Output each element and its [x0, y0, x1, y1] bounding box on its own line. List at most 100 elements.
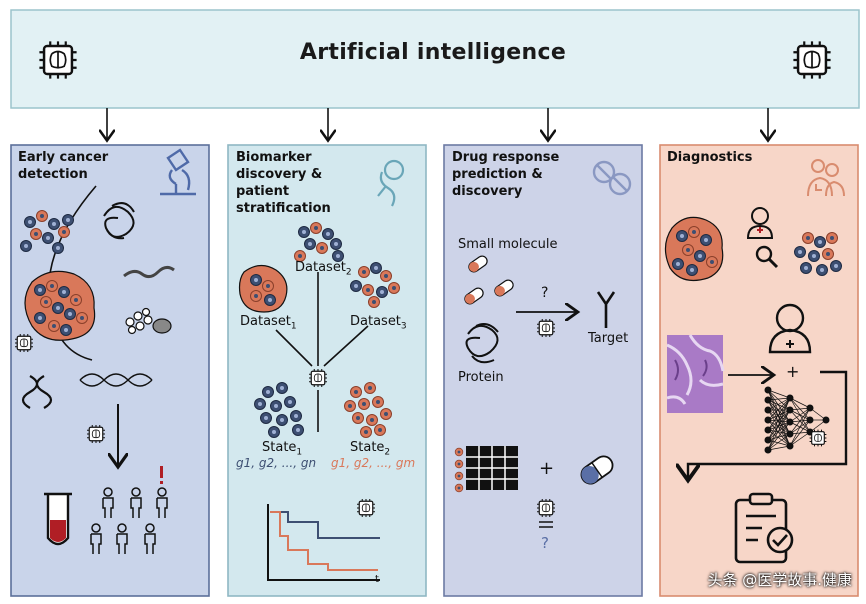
biomarker-cell: [276, 382, 288, 394]
nn-connection: [767, 399, 791, 411]
diagnostic-cell: [830, 260, 842, 272]
nn-connection: [767, 445, 791, 451]
nn-connection: [767, 409, 791, 421]
nn-node: [786, 394, 794, 402]
biomarker-cell: [350, 386, 362, 398]
nn-node: [764, 426, 772, 434]
diagnostic-cell: [808, 250, 820, 262]
dataset1-label: Dataset1: [240, 314, 297, 332]
biomarker-cell: [330, 238, 342, 250]
tumor-cell: [48, 320, 60, 332]
nn-connection: [767, 409, 791, 435]
nn-connection: [767, 409, 791, 441]
nn-node: [806, 416, 814, 424]
panel-biomarker: [227, 144, 427, 597]
question-mark-top: ?: [541, 285, 549, 301]
biomarker-cell: [358, 266, 370, 278]
biomarker-cell: [358, 398, 370, 410]
state1-label: State1: [262, 440, 303, 458]
nn-connection: [789, 407, 811, 435]
biomarker-cell: [290, 410, 302, 422]
panel-title-drug-response: Drug response prediction & discovery: [452, 150, 560, 199]
nn-connection: [767, 397, 791, 421]
test-tube-icon: [44, 492, 72, 546]
diagnostic-cell: [800, 262, 812, 274]
nn-connection: [767, 397, 791, 431]
target-label: Target: [588, 331, 629, 346]
nn-connection: [767, 409, 791, 423]
biomarker-cell: [276, 414, 288, 426]
diagnostic-cell: [688, 226, 700, 238]
diagnostic-cell: [814, 236, 826, 248]
nn-node: [786, 430, 794, 438]
tumor-cell: [46, 280, 58, 292]
nn-node: [764, 406, 772, 414]
diagnosis-flow-arrow: [688, 370, 848, 478]
nn-connection: [789, 431, 811, 447]
nn-connection: [789, 407, 811, 423]
header-arrows: [107, 108, 768, 139]
diagnostic-cell: [794, 246, 806, 258]
biomarker-cell: [260, 412, 272, 424]
biomarker-cell: [380, 408, 392, 420]
equals-sign: [539, 521, 553, 528]
nn-connection: [767, 397, 791, 441]
protein-structure-icon: [465, 323, 499, 364]
rna-strand: [123, 265, 175, 279]
diagnostic-cell: [694, 250, 706, 262]
doctor-search-icon: [746, 207, 779, 269]
biomarker-cell: [292, 424, 304, 436]
biomarker-cell: [304, 238, 316, 250]
dataset-links: [275, 272, 369, 432]
biomarker-cell: [362, 284, 374, 296]
capsule-large-icon: [580, 455, 614, 485]
nn-connection: [789, 397, 811, 409]
ai-chip-icon-p2b: [356, 498, 376, 518]
nn-node: [786, 418, 794, 426]
nn-node: [786, 406, 794, 414]
diagnostic-cell: [706, 256, 718, 268]
panel-title-early-cancer: Early cancer detection: [18, 150, 109, 182]
nn-connection: [767, 433, 791, 441]
nn-connection: [767, 409, 791, 451]
time-axis-label: t: [375, 574, 379, 585]
biomarker-cell: [360, 426, 372, 438]
biomarker-cell: [344, 400, 356, 412]
genes-blue-label: g1, g2, ..., gn: [236, 456, 317, 470]
nn-node: [786, 442, 794, 450]
neural-network-icon: [764, 386, 830, 454]
tumor-cell: [52, 302, 64, 314]
diagnostic-cell: [676, 230, 688, 242]
nn-connection: [767, 409, 791, 431]
plus-sign-p4: +: [786, 362, 800, 381]
biomarker-cell: [322, 228, 334, 240]
feature-matrix: [454, 446, 518, 493]
biomarker-cell: [268, 426, 280, 438]
nn-node: [822, 416, 830, 424]
nn-node: [764, 386, 772, 394]
dataset2-label: Dataset2: [295, 260, 352, 278]
nn-connection: [767, 421, 791, 431]
biomarker-cell: [372, 396, 384, 408]
protein-label: Protein: [458, 370, 504, 385]
watermark-text: 头条 @医学故事.健康: [707, 571, 852, 589]
biomarker-cell: [316, 242, 328, 254]
doctors-icon: [807, 159, 845, 197]
nn-connection: [767, 429, 791, 435]
nn-connection: [767, 397, 791, 411]
biomarker-cell: [366, 414, 378, 426]
tumor-cell: [48, 218, 60, 230]
tumor-cell: [42, 232, 54, 244]
diagnostic-cell: [672, 258, 684, 270]
page-title: Artificial intelligence: [299, 40, 567, 65]
diagnostic-cell: [816, 264, 828, 276]
panel-title-diagnostics: Diagnostics: [667, 150, 753, 165]
protein-icon: [103, 202, 135, 240]
diagnostic-cell: [822, 248, 834, 260]
diagnostic-cell: [700, 234, 712, 246]
tumor-cell: [36, 210, 48, 222]
nn-connection: [789, 419, 811, 447]
biomarker-cell: [352, 412, 364, 424]
pills-icon: [592, 160, 632, 196]
nn-connection: [767, 421, 791, 451]
